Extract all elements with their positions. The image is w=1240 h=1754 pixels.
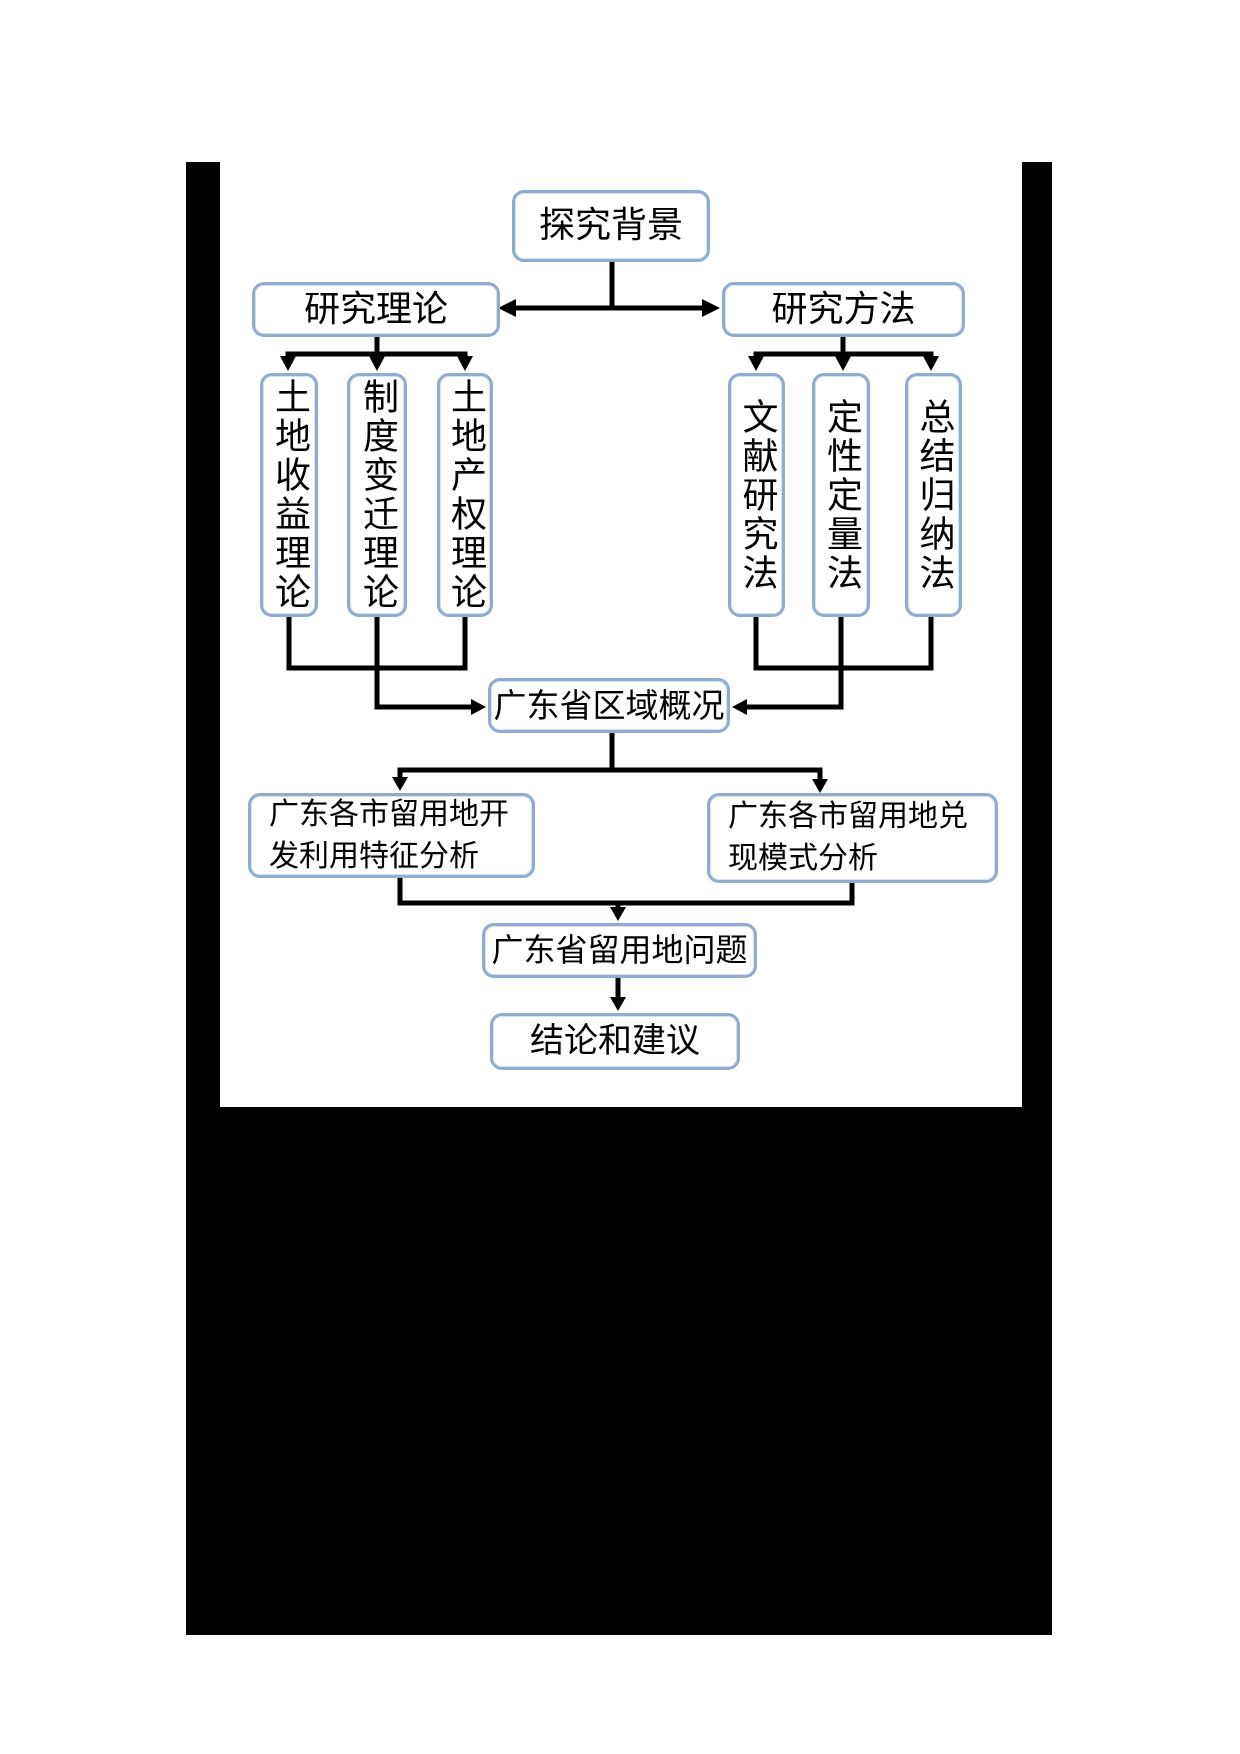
node-conclusion-suggestions: 结论和建议	[490, 1013, 740, 1070]
node-literature-research-method: 文献研究法	[728, 373, 785, 617]
black-bar-left	[186, 162, 220, 1107]
black-block-bottom	[186, 1107, 1052, 1635]
node-guangdong-overview: 广东省区域概况	[488, 678, 730, 733]
node-qualitative-quantitative-method: 定性定量法	[812, 373, 870, 617]
line-method-fanout	[753, 334, 934, 362]
node-development-utilization-analysis: 广东各市留用地开发利用特征分析	[248, 793, 535, 878]
line-theory-fanout	[285, 334, 468, 362]
node-summary-induction-method: 总结归纳法	[905, 373, 962, 617]
line-overview-split	[397, 730, 823, 784]
black-bar-right	[1022, 162, 1052, 1107]
node-land-revenue-theory: 土地收益理论	[260, 373, 318, 617]
line-method-merge	[742, 614, 934, 710]
node-research-method: 研究方法	[722, 282, 965, 337]
node-land-property-rights-theory: 土地产权理论	[437, 373, 493, 617]
line-theory-merge	[286, 614, 476, 710]
node-institutional-change-theory: 制度变迁理论	[347, 373, 407, 617]
node-reserved-land-problems: 广东省留用地问题	[482, 923, 757, 978]
node-research-theory: 研究理论	[252, 282, 500, 337]
node-research-background: 探究背景	[512, 190, 710, 262]
line-analyses-merge	[397, 875, 855, 912]
node-redemption-mode-analysis: 广东各市留用地兑现模式分析	[707, 793, 998, 883]
arrowheads	[280, 299, 939, 1011]
